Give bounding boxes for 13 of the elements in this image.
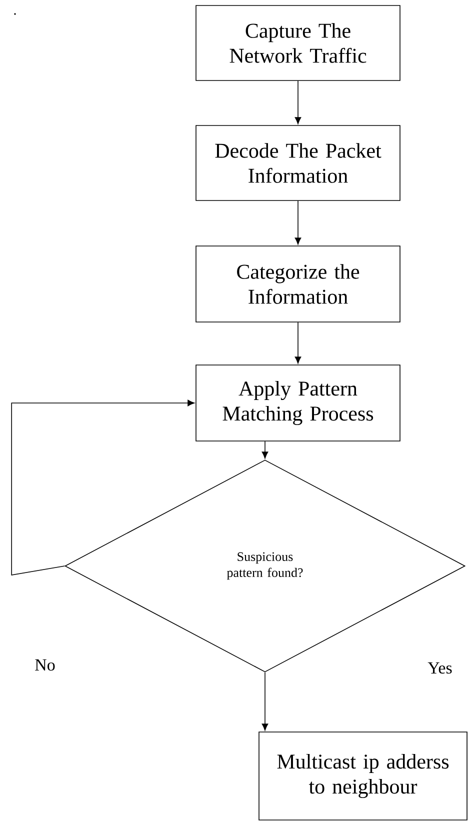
process-box: Capture The Network Traffic: [196, 5, 400, 81]
arrow: [262, 672, 268, 731]
arrow: [11, 400, 195, 576]
process-box: Decode The Packet Information: [196, 125, 400, 201]
process-box: Multicast ip adderss to neighbour: [258, 732, 468, 820]
arrow: [262, 441, 268, 459]
arrow: [294, 80, 302, 124]
process-box: Categorize the Information: [196, 246, 400, 322]
arrow: [294, 200, 302, 245]
branch-label: Yes: [428, 662, 452, 674]
dot-mark: .: [14, 13, 16, 15]
process-box: Apply Pattern Matching Process: [196, 364, 400, 442]
arrow: [294, 322, 302, 364]
